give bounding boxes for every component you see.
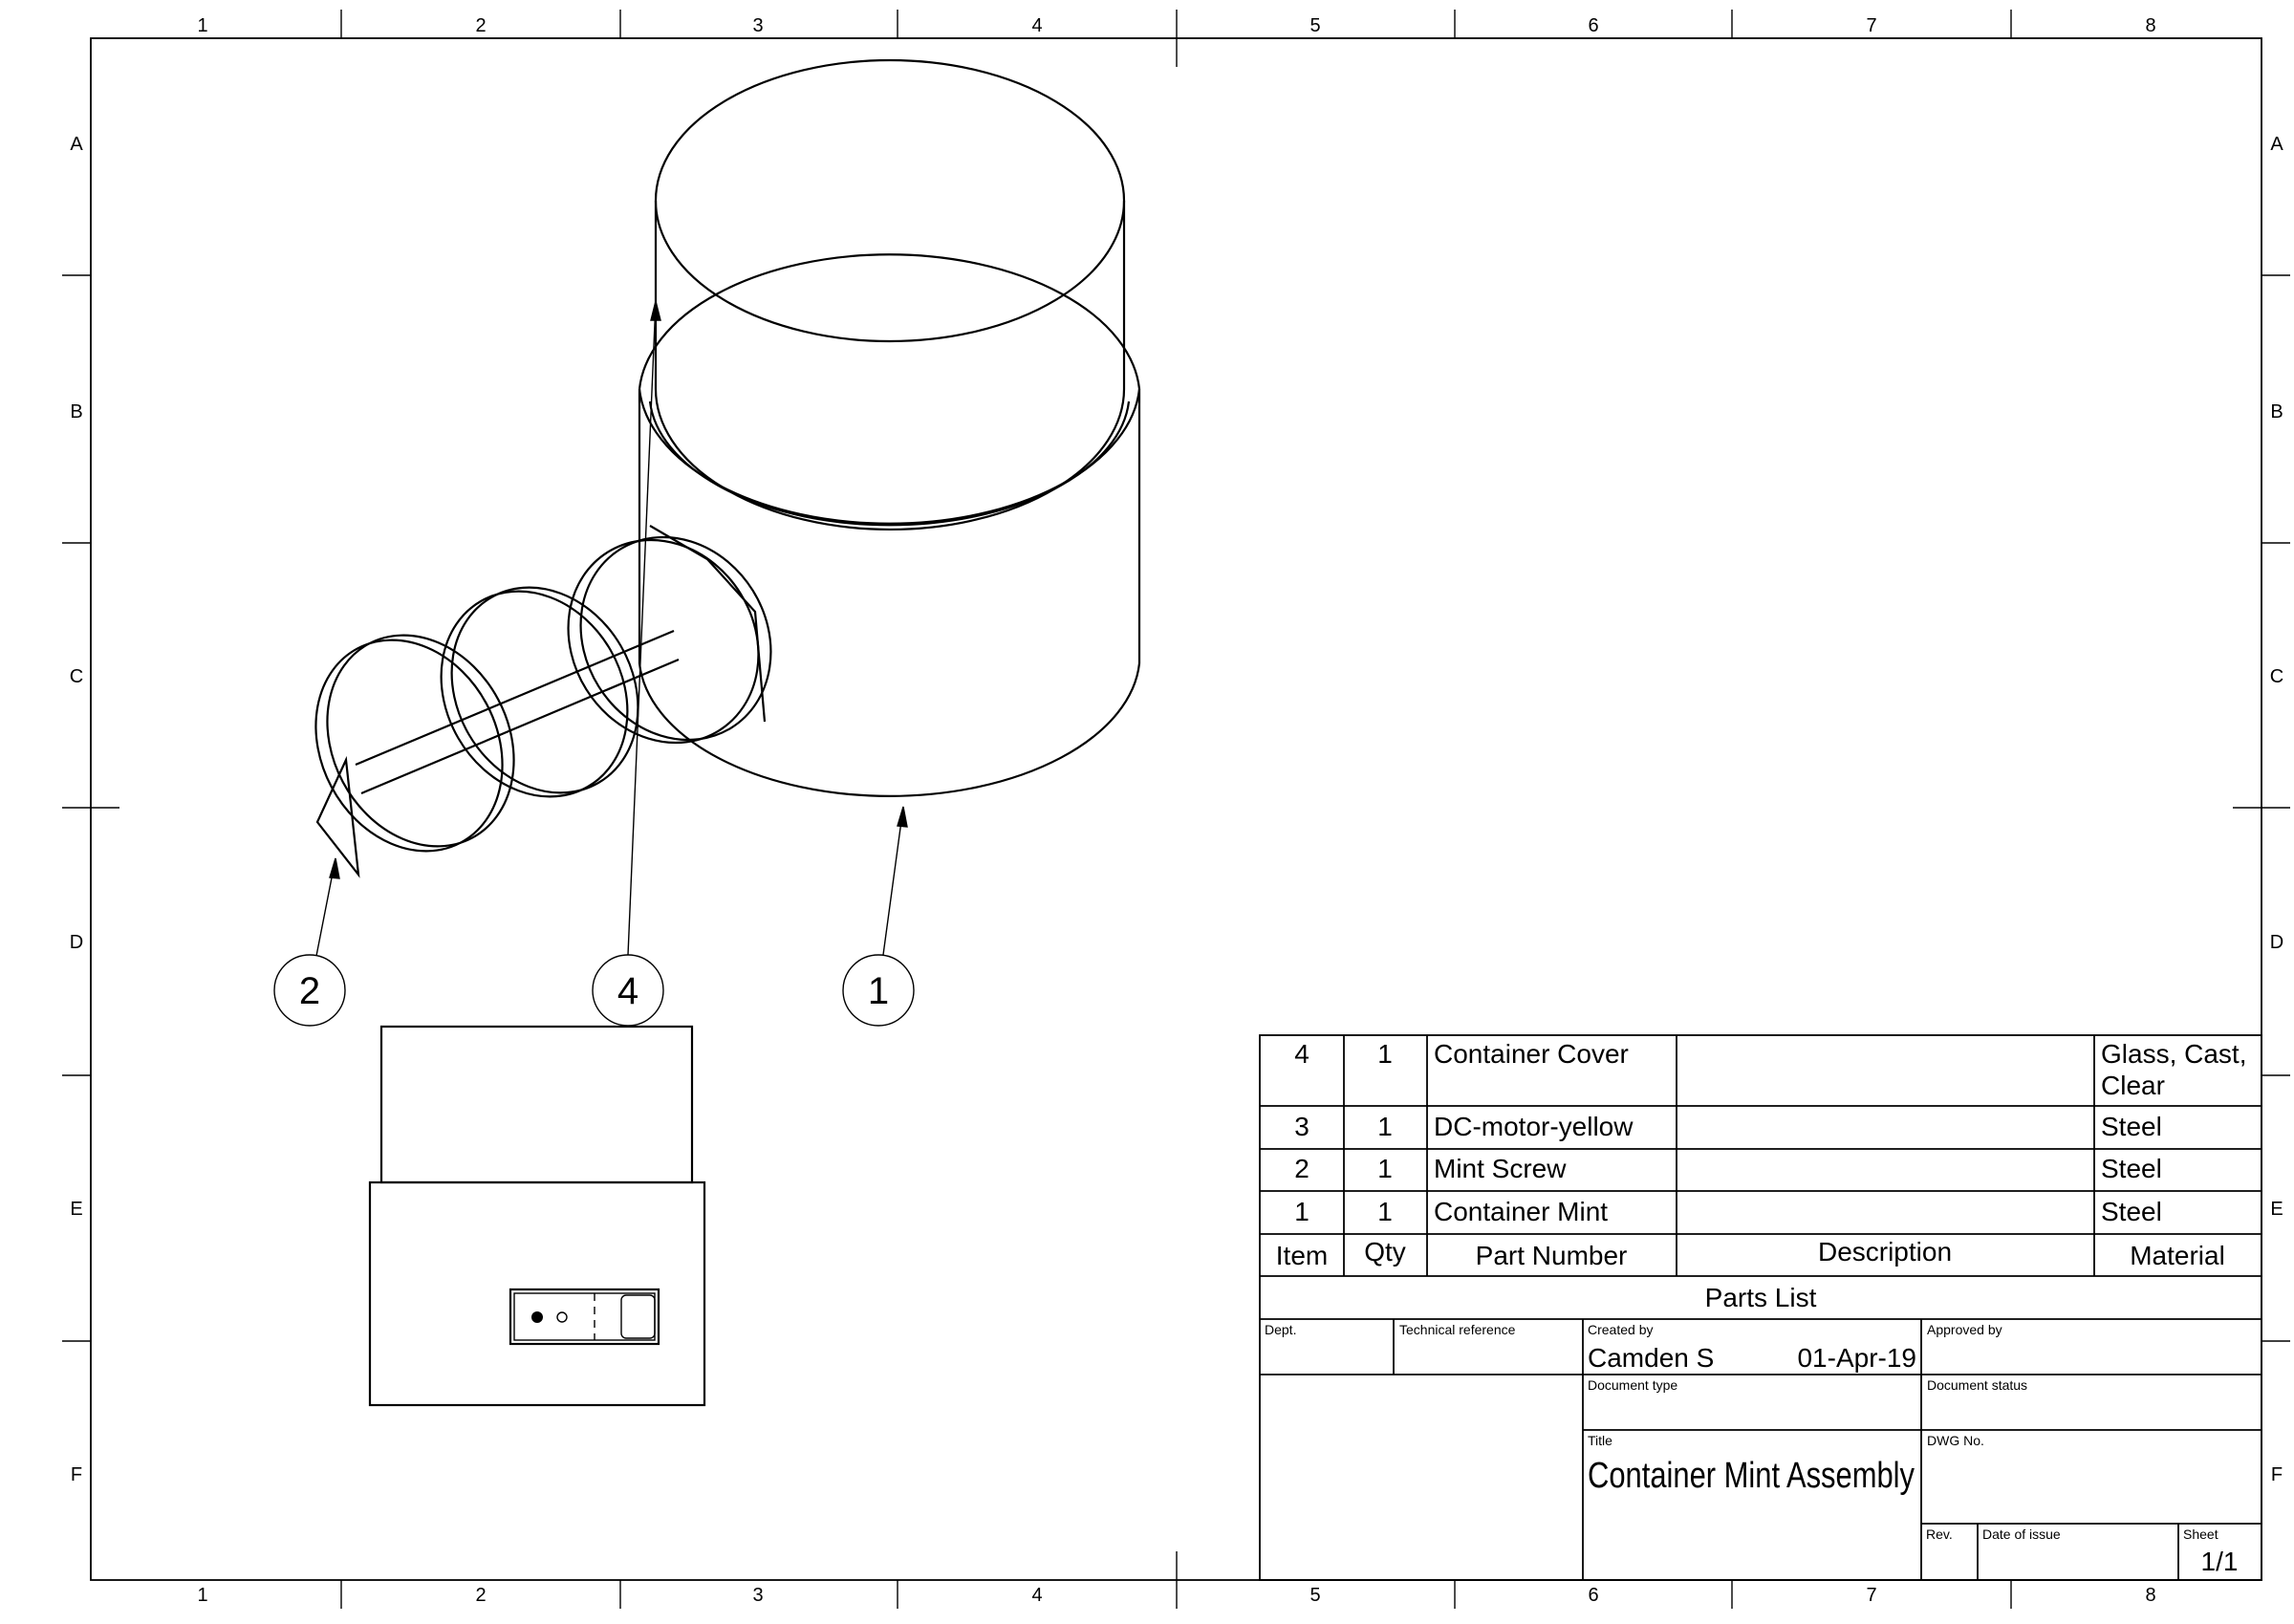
svg-text:1: 1 [1377,1039,1393,1069]
doc-status-label: Document status [1927,1377,2027,1393]
date-of-issue-label: Date of issue [1982,1527,2061,1542]
leader-lines [315,300,908,957]
svg-text:4: 4 [617,970,638,1012]
parts-header: Item Qty Part Number Description Material [1276,1237,2225,1270]
svg-text:6: 6 [1588,15,1598,36]
svg-text:B: B [2270,401,2283,422]
dwg-no-label: DWG No. [1927,1433,1984,1448]
zone-labels-bottom: 1 2 3 4 5 6 7 8 [197,1585,2155,1606]
svg-text:2: 2 [475,15,486,36]
sheet-label: Sheet [2183,1527,2218,1542]
zone-labels-left: A B C D E F [70,134,84,1485]
svg-text:1: 1 [1377,1154,1393,1183]
container-cover [654,201,1126,531]
dc-motor-view [368,1025,706,1407]
balloon-4: 4 [592,954,664,1027]
svg-text:1: 1 [868,970,889,1012]
zone-labels-top: 1 2 3 4 5 6 7 8 [197,15,2155,36]
svg-text:A: A [70,134,83,155]
svg-text:2: 2 [475,1585,486,1606]
svg-text:E: E [70,1199,82,1220]
container-body [638,389,1141,797]
svg-text:DC-motor-yellow: DC-motor-yellow [1434,1112,1634,1141]
parts-row-3: 3 1 DC-motor-yellow Steel [1294,1112,2162,1141]
title-label: Title [1588,1433,1612,1448]
svg-text:7: 7 [1866,1585,1876,1606]
svg-text:A: A [2270,134,2283,155]
tech-ref-label: Technical reference [1399,1322,1516,1337]
parts-list-title: Parts List [1705,1283,1817,1312]
svg-text:1: 1 [197,1585,207,1606]
parts-row-4: 4 1 Container Cover Glass, Cast,Clear [1294,1039,2246,1100]
svg-text:7: 7 [1866,15,1876,36]
svg-text:1: 1 [1294,1197,1309,1226]
svg-text:B: B [70,401,82,422]
svg-text:Part Number: Part Number [1476,1241,1628,1270]
svg-text:5: 5 [1309,1585,1320,1606]
balloon-2: 2 [273,954,346,1027]
svg-text:8: 8 [2145,15,2155,36]
svg-text:F: F [2271,1464,2283,1485]
svg-text:6: 6 [1588,1585,1598,1606]
dept-label: Dept. [1265,1322,1296,1337]
svg-text:Container Cover: Container Cover [1434,1039,1629,1069]
created-by-label: Created by [1588,1322,1653,1337]
svg-text:Description: Description [1818,1237,1952,1267]
svg-text:C: C [70,666,83,687]
svg-text:Qty: Qty [1364,1237,1406,1267]
svg-text:Item: Item [1276,1241,1328,1270]
svg-text:Steel: Steel [2101,1154,2162,1183]
svg-text:2: 2 [299,970,320,1012]
svg-text:8: 8 [2145,1585,2155,1606]
approved-by-label: Approved by [1927,1322,2002,1337]
drawing-title: Container Mint Assembly [1588,1456,1915,1496]
container-assembly-view: 2 4 1 [273,58,1141,1027]
svg-text:4: 4 [1294,1039,1309,1069]
doc-type-label: Document type [1588,1377,1677,1393]
svg-text:E: E [2270,1199,2283,1220]
svg-text:Container Mint: Container Mint [1434,1197,1608,1226]
svg-text:2: 2 [1294,1154,1309,1183]
mint-screw [314,525,772,878]
created-by: Camden S [1588,1343,1714,1373]
title-block: Dept. Technical reference Created by Cam… [1260,1319,2262,1580]
svg-text:Glass, Cast,: Glass, Cast, [2101,1039,2246,1069]
svg-text:D: D [2270,932,2283,953]
svg-text:3: 3 [752,1585,763,1606]
zone-labels-right: A B C D E F [2270,134,2284,1485]
parts-row-2: 2 1 Mint Screw Steel [1294,1154,2162,1183]
svg-text:Mint Screw: Mint Screw [1434,1154,1567,1183]
cover-top [654,58,1126,343]
sheet-number: 1/1 [2201,1547,2239,1576]
container-lip [638,253,1141,525]
svg-text:C: C [2270,666,2283,687]
svg-text:5: 5 [1309,15,1320,36]
rev-label: Rev. [1926,1527,1953,1542]
sheet-border [90,37,2262,1581]
svg-text:4: 4 [1031,1585,1042,1606]
svg-text:Steel: Steel [2101,1112,2162,1141]
svg-text:3: 3 [752,15,763,36]
svg-text:1: 1 [1377,1112,1393,1141]
svg-text:D: D [70,932,83,953]
parts-row-1: 1 1 Container Mint Steel [1294,1197,2162,1226]
svg-text:3: 3 [1294,1112,1309,1141]
svg-text:4: 4 [1031,15,1042,36]
svg-text:1: 1 [1377,1197,1393,1226]
created-date: 01-Apr-19 [1797,1343,1916,1373]
svg-text:Material: Material [2130,1241,2225,1270]
svg-text:1: 1 [197,15,207,36]
svg-text:F: F [71,1464,82,1485]
zone-ticks [62,10,2290,1609]
balloon-1: 1 [842,954,915,1027]
svg-text:Steel: Steel [2101,1197,2162,1226]
svg-text:Clear: Clear [2101,1071,2165,1100]
